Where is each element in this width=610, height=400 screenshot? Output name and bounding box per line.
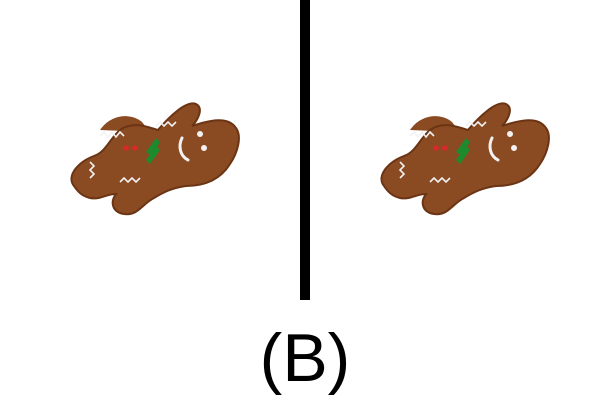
right-image-panel bbox=[310, 0, 610, 300]
left-image-panel bbox=[0, 0, 300, 300]
gingerbread-man-icon bbox=[70, 102, 240, 216]
option-label: (B) bbox=[259, 320, 351, 396]
vertical-divider bbox=[300, 0, 310, 300]
gingerbread-man-icon bbox=[380, 102, 550, 216]
